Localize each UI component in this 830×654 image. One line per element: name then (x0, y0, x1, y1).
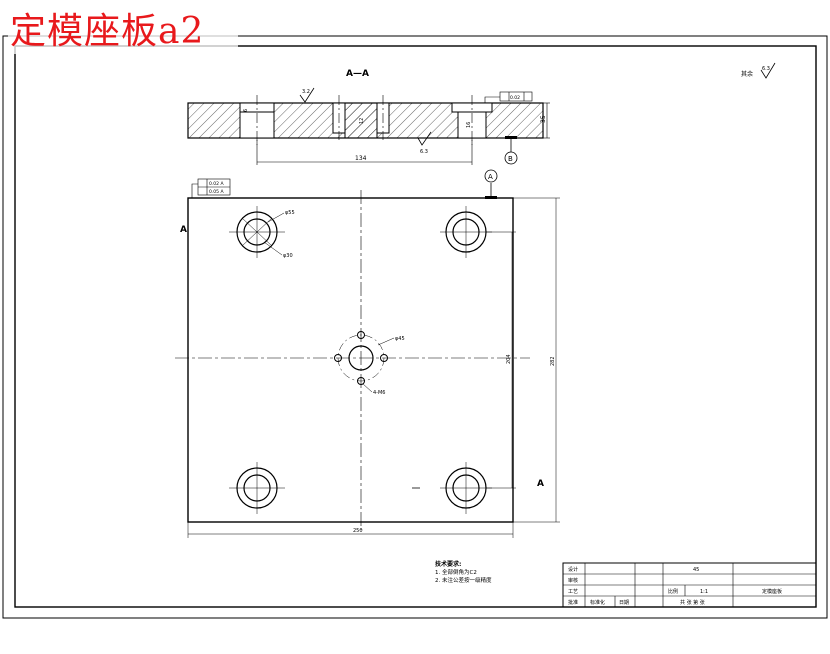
svg-text:技术要求:: 技术要求: (435, 560, 461, 568)
svg-text:φ45: φ45 (395, 336, 405, 342)
dim-depth-a: 6 (243, 109, 249, 112)
tb-row-review: 审核 (568, 577, 578, 584)
dim-depth-b: 12 (359, 118, 365, 124)
leader-center: φ45 (377, 336, 405, 346)
tech-notes: 技术要求: 1. 全部倒角为C2 2. 未注公差按一级精度 (435, 560, 492, 584)
roughness-symbol-top: 3.2 (299, 87, 315, 103)
tb-row-design: 设计 (568, 566, 578, 573)
section-title: A—A (346, 69, 369, 79)
datum-a-marker: A (484, 169, 498, 199)
svg-text:B: B (508, 155, 513, 163)
outer-border (2, 35, 828, 619)
svg-text:4-M6: 4-M6 (373, 390, 385, 396)
watermark-backdrop (8, 8, 238, 54)
tb-scale-label: 比例 (668, 588, 678, 595)
svg-text:6.3: 6.3 (762, 66, 770, 72)
dim-depth-c: 16 (466, 122, 472, 128)
bore-bottom-right (412, 462, 492, 514)
title-block (562, 562, 817, 608)
rest-roughness: 其余 6.3 (741, 62, 776, 79)
tb-sheet-info: 共 张 第 张 (680, 599, 705, 606)
tb-scale: 1:1 (700, 589, 708, 595)
svg-text:φ55: φ55 (285, 210, 295, 216)
roughness-symbol-bottom: 6.3 (417, 131, 432, 155)
bore-bottom-left (229, 462, 285, 514)
svg-text:A: A (488, 173, 493, 181)
tb-part-name: 定模座板 (762, 588, 782, 595)
cut-label-left: A (180, 225, 187, 235)
tb-date: 日期 (619, 600, 629, 606)
svg-text:0.02 A: 0.02 A (209, 181, 224, 187)
tb-material: 45 (693, 567, 699, 573)
dim-thickness: 35 (540, 115, 547, 123)
leader-bore-large: φ55 (267, 210, 295, 223)
dim-width-250: 250 (353, 528, 363, 534)
plan-view: φ55 φ30 φ45 4-M6 204 282 250 (175, 169, 560, 538)
dim-pitch: 204 (506, 354, 512, 364)
section-view: A—A 134 35 6 12 16 3.2 (187, 69, 550, 165)
tolerance-frame-section: 0.02 (484, 91, 533, 103)
leader-thread: 4-M6 (362, 383, 385, 396)
svg-text:φ30: φ30 (283, 253, 293, 259)
tb-row-process: 工艺 (568, 589, 578, 595)
tb-std: 标准化 (590, 599, 605, 606)
plate-outline (187, 197, 514, 523)
tolerance-frame-plan: 0.02 A 0.05 A (191, 178, 231, 198)
bore-top-right (440, 206, 492, 258)
datum-b-marker: B (504, 136, 518, 165)
inner-border (14, 45, 817, 608)
svg-text:1. 全部倒角为C2: 1. 全部倒角为C2 (435, 568, 477, 576)
cut-label-right: A (537, 479, 544, 489)
tb-row-approve: 批准 (568, 599, 578, 606)
dim-width-134: 134 (355, 155, 367, 162)
watermark-title: 定模座板a2 (10, 11, 205, 52)
svg-text:3.2: 3.2 (302, 89, 310, 95)
center-hole (334, 331, 388, 385)
svg-text:2. 未注公差按一级精度: 2. 未注公差按一级精度 (435, 576, 492, 584)
svg-text:0.05 A: 0.05 A (209, 189, 224, 195)
svg-text:0.02: 0.02 (510, 95, 520, 101)
dim-height: 282 (550, 356, 556, 366)
leader-bore-small: φ30 (263, 241, 293, 259)
svg-text:6.3: 6.3 (420, 149, 428, 155)
svg-text:其余: 其余 (741, 70, 753, 78)
bore-top-left (229, 206, 285, 258)
